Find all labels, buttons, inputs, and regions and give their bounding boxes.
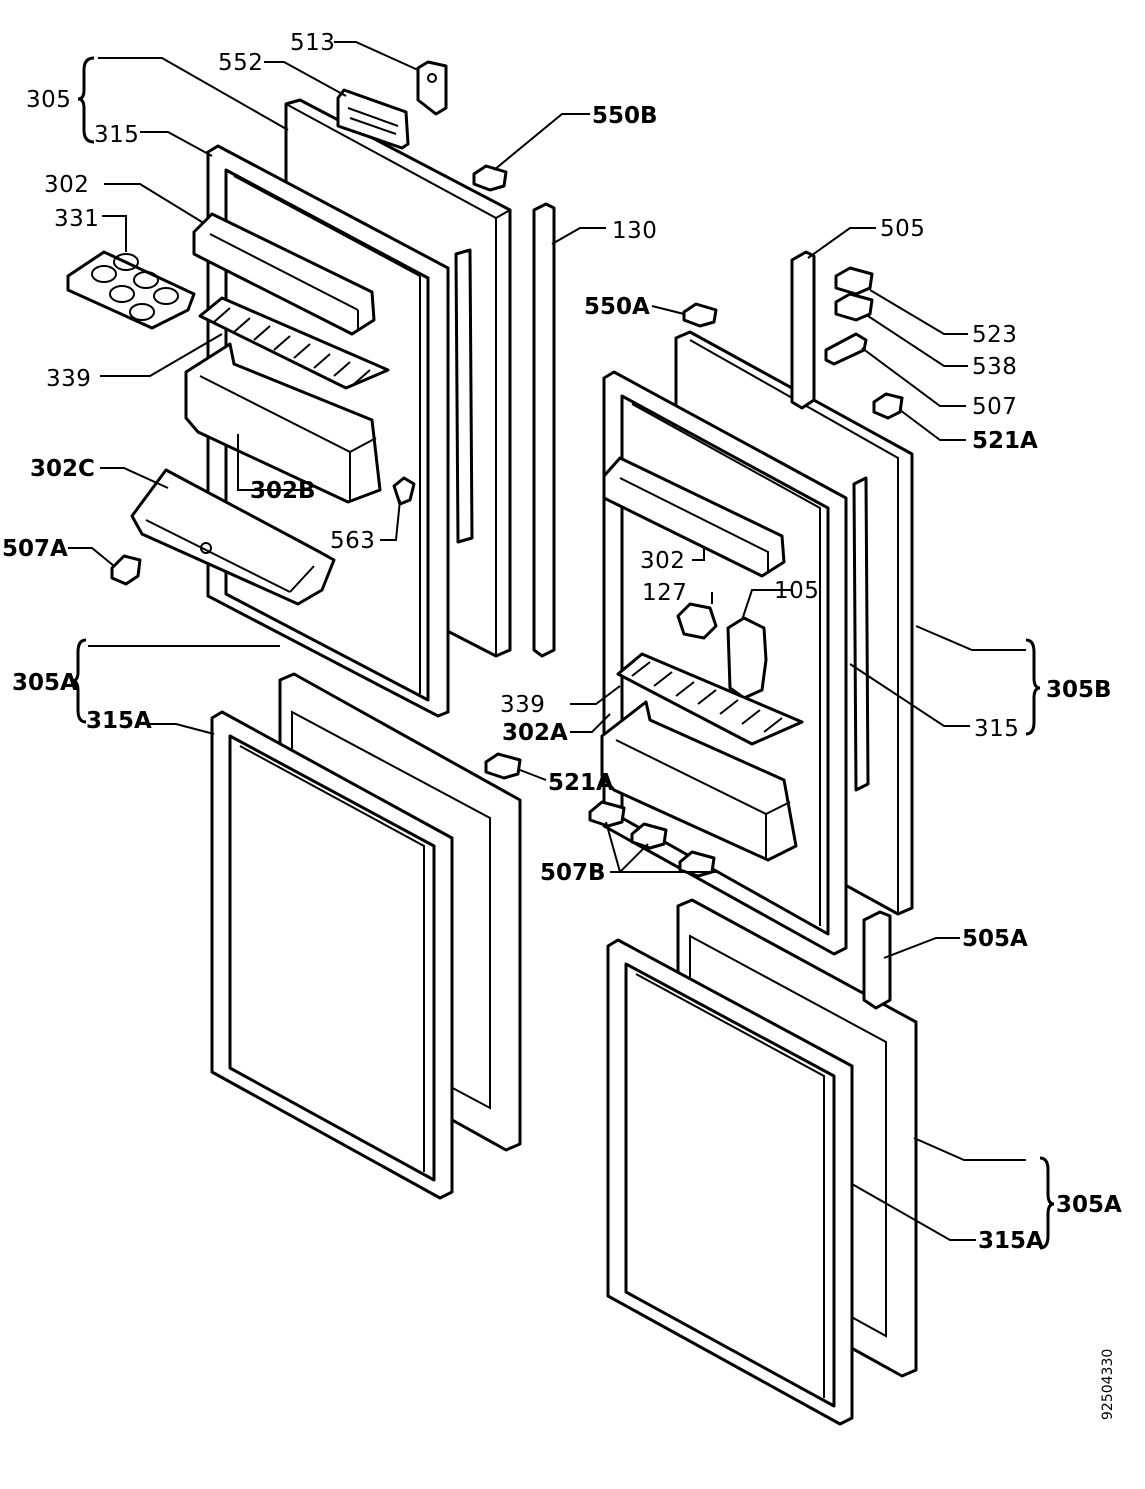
leader-lines bbox=[68, 41, 1026, 1241]
label-302B: 302B bbox=[250, 478, 316, 504]
door-shelf-302-right bbox=[602, 456, 786, 578]
label-550A: 550A bbox=[584, 294, 650, 320]
label-521A-top: 521A bbox=[972, 428, 1038, 454]
label-523: 523 bbox=[972, 322, 1017, 348]
brace-305B bbox=[1025, 638, 1041, 736]
bottle-rack-339-right bbox=[616, 652, 804, 746]
door-shelf-302B bbox=[184, 342, 382, 504]
hinge-513 bbox=[416, 60, 448, 116]
label-339-left: 339 bbox=[46, 366, 91, 392]
label-538: 538 bbox=[972, 354, 1017, 380]
hinge-part-523 bbox=[834, 266, 874, 296]
door-shelf-302-left bbox=[192, 212, 376, 336]
drawing-number: 92504330 bbox=[1100, 1349, 1116, 1420]
label-305B: 305B bbox=[1046, 677, 1112, 703]
label-507: 507 bbox=[972, 394, 1017, 420]
label-339-right: 339 bbox=[500, 692, 545, 718]
label-305A-left: 305A bbox=[12, 670, 78, 696]
label-315A-right: 315A bbox=[978, 1228, 1044, 1254]
bottom-right-door-assembly bbox=[606, 898, 918, 1426]
label-507A: 507A bbox=[2, 536, 68, 562]
label-315A-left: 315A bbox=[86, 708, 152, 734]
label-302-right: 302 bbox=[640, 548, 685, 574]
label-315-top: 315 bbox=[94, 122, 139, 148]
cap-550B bbox=[472, 164, 508, 192]
switch-105 bbox=[726, 616, 768, 700]
egg-tray-331 bbox=[66, 250, 196, 330]
label-550B: 550B bbox=[592, 103, 658, 129]
hinge-part-538 bbox=[834, 292, 874, 322]
bottom-left-door-assembly bbox=[210, 672, 522, 1200]
label-105: 105 bbox=[774, 578, 819, 604]
brace-305-top bbox=[77, 56, 95, 144]
clip-507A bbox=[110, 554, 142, 586]
brace-305A-left bbox=[71, 638, 87, 724]
label-552: 552 bbox=[218, 50, 263, 76]
hinge-cover-552 bbox=[336, 88, 410, 150]
label-305A-right: 305A bbox=[1056, 1192, 1122, 1218]
cap-521A-middle bbox=[484, 752, 522, 780]
hinge-507 bbox=[824, 332, 868, 366]
part-labels: 513 552 305 315 550B 302 331 130 505 550… bbox=[2, 30, 1122, 1254]
label-302-left: 302 bbox=[44, 172, 89, 198]
label-513: 513 bbox=[290, 30, 335, 56]
label-305-top: 305 bbox=[26, 87, 71, 113]
label-315-right: 315 bbox=[974, 716, 1019, 742]
label-521A-middle: 521A bbox=[548, 770, 614, 796]
label-331: 331 bbox=[54, 206, 99, 232]
seal-strip-130 bbox=[532, 202, 556, 658]
label-507B: 507B bbox=[540, 860, 606, 886]
tray-302C bbox=[130, 468, 336, 606]
cap-521A-top bbox=[872, 392, 904, 420]
strip-505 bbox=[790, 250, 816, 410]
label-130: 130 bbox=[612, 218, 657, 244]
brace-305A-right bbox=[1039, 1156, 1055, 1250]
label-302A: 302A bbox=[502, 720, 568, 746]
clip-507B-1 bbox=[588, 800, 626, 828]
label-505A: 505A bbox=[962, 926, 1028, 952]
label-127: 127 bbox=[642, 580, 687, 606]
strip-505A bbox=[862, 910, 892, 1010]
label-302C: 302C bbox=[30, 456, 95, 482]
label-563: 563 bbox=[330, 528, 375, 554]
label-505: 505 bbox=[880, 216, 925, 242]
knob-127 bbox=[676, 602, 718, 640]
clip-507B-2 bbox=[630, 822, 668, 850]
cap-550A bbox=[682, 302, 718, 328]
